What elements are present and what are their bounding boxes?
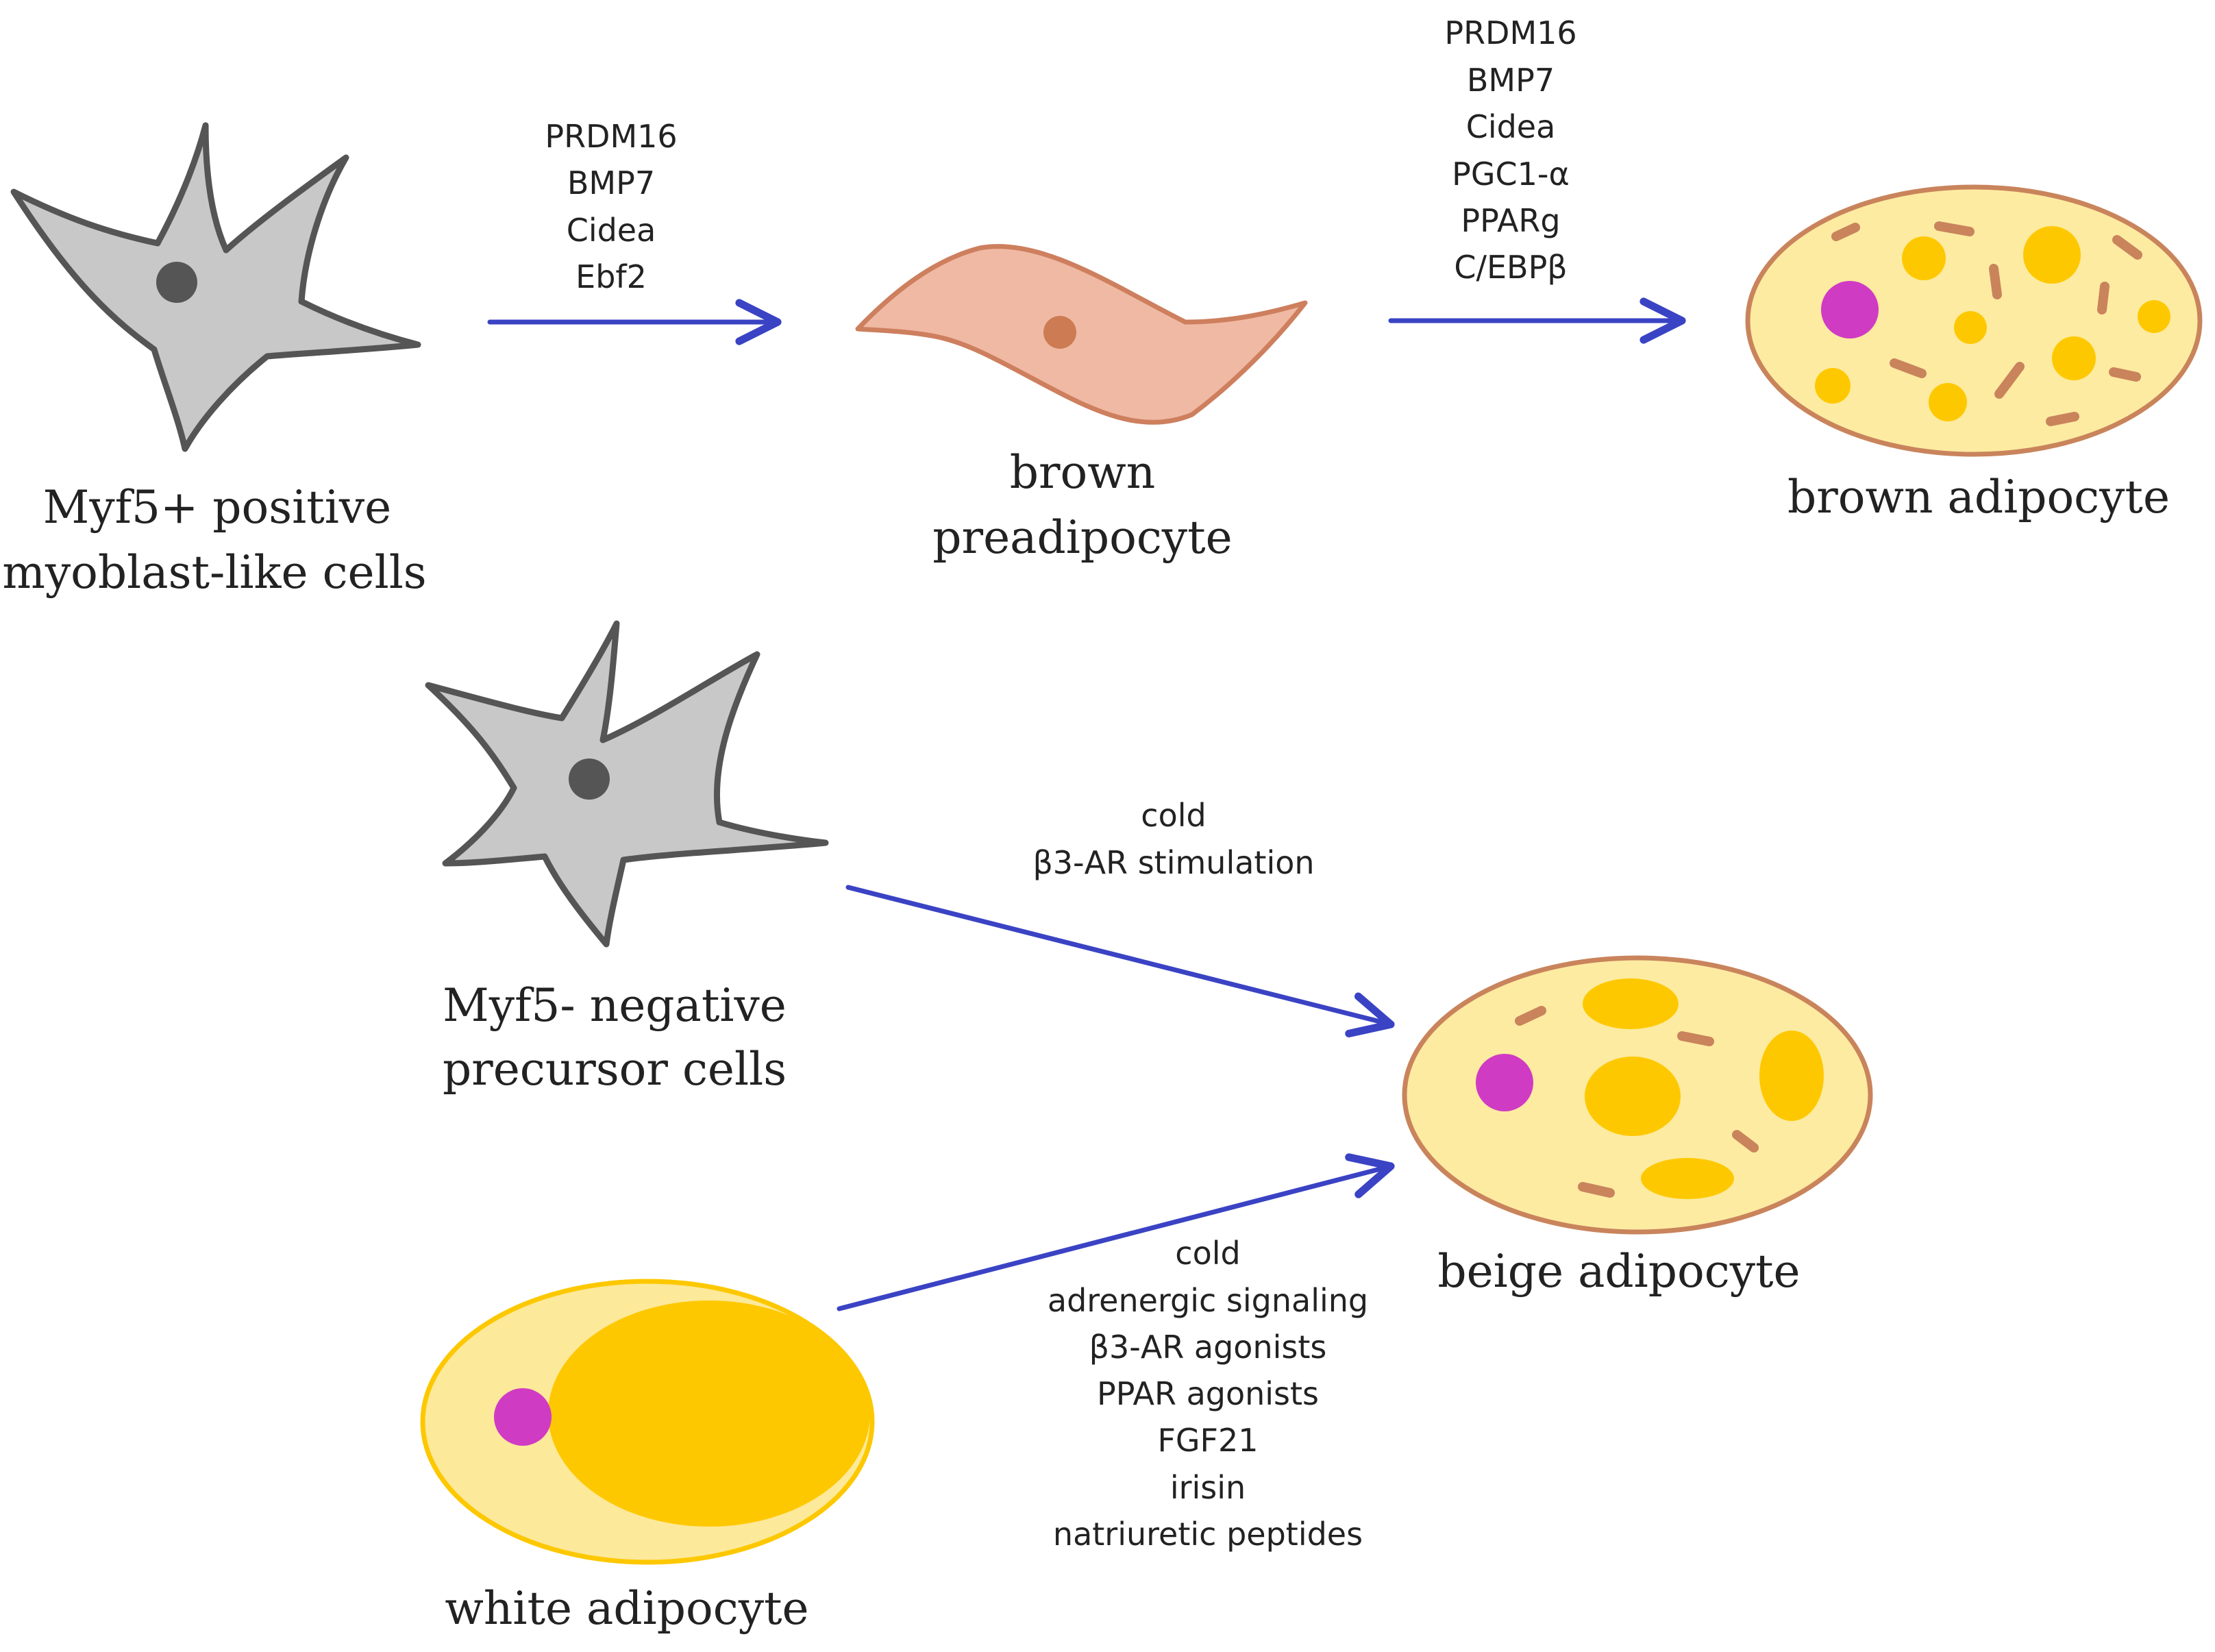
myf5-positive-nucleus bbox=[156, 262, 197, 303]
myf5-negative-cell-body bbox=[425, 620, 829, 948]
factor-item: adrenergic signaling bbox=[1048, 1282, 1368, 1319]
myf5-negative-label-line1: Myf5- negative bbox=[443, 979, 787, 1032]
myf5-negative-nucleus bbox=[569, 759, 610, 800]
factor-item: FGF21 bbox=[1157, 1422, 1258, 1459]
factor-item: PRDM16 bbox=[1444, 14, 1576, 51]
beige-adipocyte-cell bbox=[1402, 955, 1873, 1235]
arrow4-factors: cold adrenergic signaling β3-AR agonists… bbox=[1048, 1235, 1368, 1553]
beige-adipocyte-label: beige adipocyte bbox=[1437, 1245, 1800, 1298]
myf5-negative-cell bbox=[425, 620, 829, 948]
brown-adipocyte-nucleus bbox=[1821, 281, 1879, 338]
brown-preadipocyte-nucleus bbox=[1043, 316, 1076, 349]
factor-labels: PRDM16 BMP7 Cidea Ebf2 PRDM16 BMP7 Cidea… bbox=[545, 14, 1576, 1553]
arrow1-factors: PRDM16 BMP7 Cidea Ebf2 bbox=[545, 118, 677, 295]
beige-adipocyte-lipid-droplets bbox=[1583, 978, 1824, 1199]
arrows bbox=[487, 297, 1686, 1311]
factor-item: Ebf2 bbox=[576, 258, 647, 295]
arrow-myf5neg-to-beige bbox=[845, 885, 1395, 1038]
myf5-positive-cell bbox=[10, 122, 421, 452]
myf5-positive-cell-body bbox=[10, 122, 421, 452]
arrow3-factors: cold β3-AR stimulation bbox=[1032, 797, 1314, 881]
factor-item: PPAR agonists bbox=[1097, 1375, 1319, 1412]
arrow-white-to-beige bbox=[837, 1153, 1395, 1311]
white-adipocyte-lipid-droplet bbox=[548, 1300, 870, 1527]
arrow2-factors: PRDM16 BMP7 Cidea PGC1-α PPARg C/EBPβ bbox=[1444, 14, 1576, 286]
factor-item: β3-AR stimulation bbox=[1032, 844, 1314, 881]
factor-item: BMP7 bbox=[1467, 62, 1555, 99]
white-adipocyte-label: white adipocyte bbox=[445, 1582, 808, 1635]
white-adipocyte-cell bbox=[420, 1279, 875, 1565]
beige-adipocyte-mitochondria bbox=[1515, 1006, 1759, 1198]
brown-preadipocyte-cell bbox=[855, 244, 1308, 425]
factor-item: natriuretic peptides bbox=[1053, 1516, 1363, 1553]
factor-item: β3-AR agonists bbox=[1089, 1329, 1327, 1366]
factor-item: PRDM16 bbox=[545, 118, 677, 155]
cell-labels: Myf5+ positive myoblast-like cells brown… bbox=[2, 446, 2170, 1635]
factor-item: cold bbox=[1175, 1235, 1240, 1272]
factor-item: C/EBPβ bbox=[1454, 249, 1567, 286]
myf5-positive-label-line2: myoblast-like cells bbox=[2, 546, 426, 599]
brown-adipocyte-label: brown adipocyte bbox=[1787, 471, 2170, 523]
beige-adipocyte-nucleus bbox=[1476, 1054, 1533, 1111]
myf5-negative-label-line2: precursor cells bbox=[443, 1043, 787, 1096]
myf5-positive-label-line1: Myf5+ positive bbox=[43, 481, 392, 534]
factor-item: PGC1-α bbox=[1452, 156, 1570, 193]
factor-item: Cidea bbox=[1466, 108, 1556, 145]
brown-adipocyte-cell bbox=[1745, 184, 2203, 457]
factor-item: Cidea bbox=[567, 212, 656, 249]
factor-item: irisin bbox=[1170, 1469, 1246, 1506]
white-adipocyte-nucleus bbox=[494, 1388, 552, 1446]
factor-item: PPARg bbox=[1461, 202, 1560, 239]
brown-preadipocyte-label-line1: brown bbox=[1010, 446, 1156, 499]
brown-adipocyte-lipid-droplets bbox=[1815, 226, 2170, 421]
brown-adipocyte-mitochondria bbox=[1831, 221, 2142, 426]
brown-preadipocyte-label-line2: preadipocyte bbox=[932, 511, 1232, 564]
factor-item: BMP7 bbox=[567, 164, 655, 201]
brown-preadipocyte-body bbox=[855, 244, 1308, 425]
factor-item: cold bbox=[1141, 797, 1206, 834]
